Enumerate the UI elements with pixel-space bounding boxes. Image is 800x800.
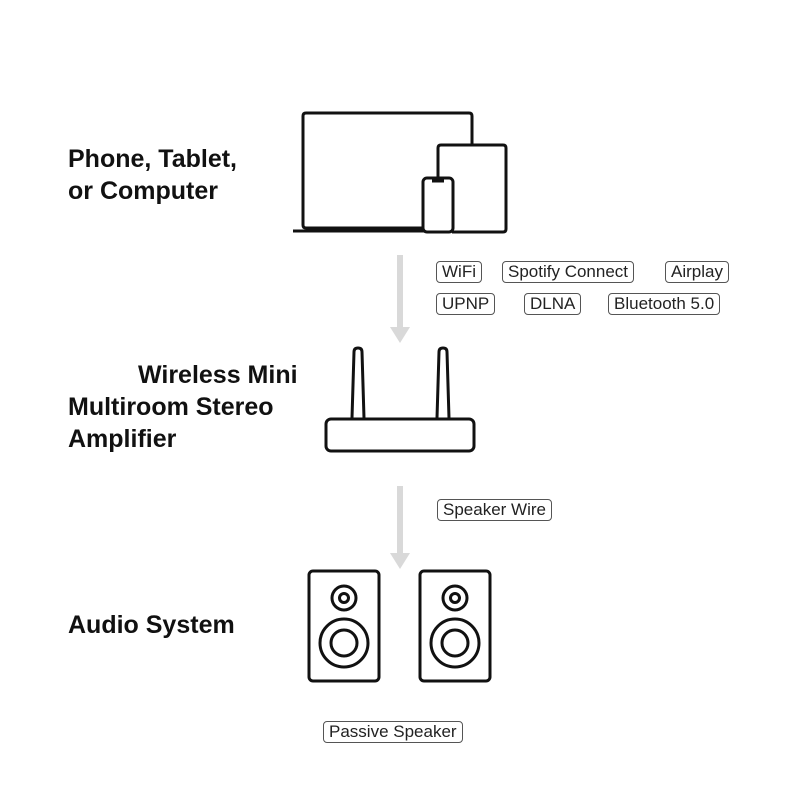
tag-dlna: DLNA (524, 293, 582, 315)
source-label-line1: Phone, Tablet, (68, 145, 237, 173)
amplifier-label-line2: Multiroom Stereo (68, 393, 274, 421)
arrow-head (390, 327, 410, 343)
amplifier-label-line1: Wireless Mini (138, 361, 298, 389)
antenna-left-icon (350, 346, 366, 419)
tag-bluetooth: Bluetooth 5.0 (608, 293, 721, 315)
tag-upnp: UPNP (436, 293, 496, 315)
tag-speaker-wire: Speaker Wire (437, 499, 552, 521)
speaker-left-icon (307, 569, 381, 683)
tag-spotify-connect: Spotify Connect (502, 261, 635, 283)
audio-system-label: Audio System (68, 611, 235, 639)
laptop-screen-icon (301, 111, 474, 230)
source-label: Phone, Tablet, or Computer (68, 143, 237, 207)
source-label-line2: or Computer (68, 177, 218, 205)
tag-passive-speaker: Passive Speaker (323, 721, 463, 743)
arrow-shaft (397, 255, 403, 330)
tag-wifi: WiFi (436, 261, 482, 283)
tablet-icon (436, 143, 508, 234)
amplifier-label-line3: Amplifier (68, 425, 177, 453)
phone-icon (421, 176, 455, 234)
antenna-right-icon (435, 346, 451, 419)
tag-airplay: Airplay (665, 261, 729, 283)
arrow-head (390, 553, 410, 569)
speaker-right-icon (418, 569, 492, 683)
amplifier-body-icon (324, 417, 476, 453)
arrow-shaft (397, 486, 403, 556)
amplifier-label: Wireless Mini Multiroom Stereo Amplifier (68, 359, 298, 455)
